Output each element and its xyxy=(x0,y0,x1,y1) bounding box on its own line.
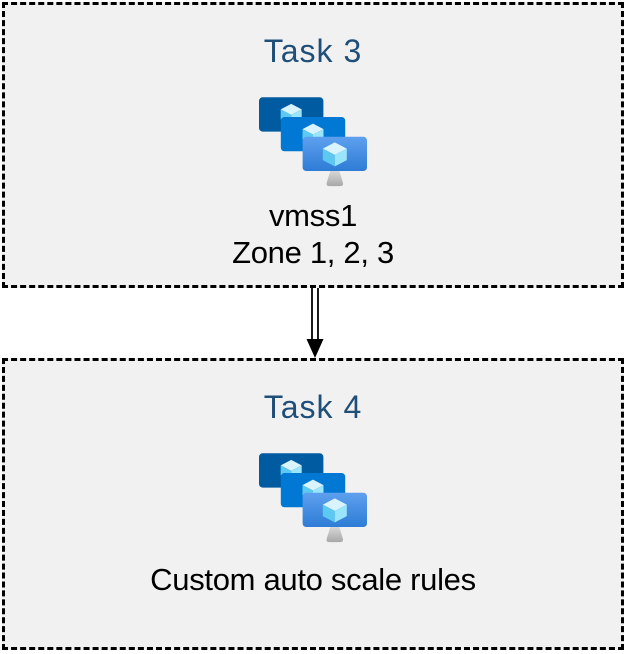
vm-scale-sets-icon xyxy=(259,97,367,189)
task4-description: Custom auto scale rules xyxy=(150,562,476,597)
task3-label-group: vmss1 Zone 1, 2, 3 xyxy=(5,197,621,271)
down-arrow-icon xyxy=(306,288,324,358)
task3-title: Task 3 xyxy=(263,33,363,69)
task3-box: Task 3 vmss1 Zone 1, 2, 3 xyxy=(2,2,624,288)
task3-resource-name: vmss1 xyxy=(268,198,358,233)
vm-scale-sets-icon xyxy=(259,453,367,545)
task4-label-group: Custom auto scale rules xyxy=(5,561,621,598)
task4-box: Task 4 Custom auto scale rules xyxy=(2,358,624,650)
task3-zones-label: Zone 1, 2, 3 xyxy=(232,235,394,270)
task4-title: Task 4 xyxy=(263,389,363,425)
